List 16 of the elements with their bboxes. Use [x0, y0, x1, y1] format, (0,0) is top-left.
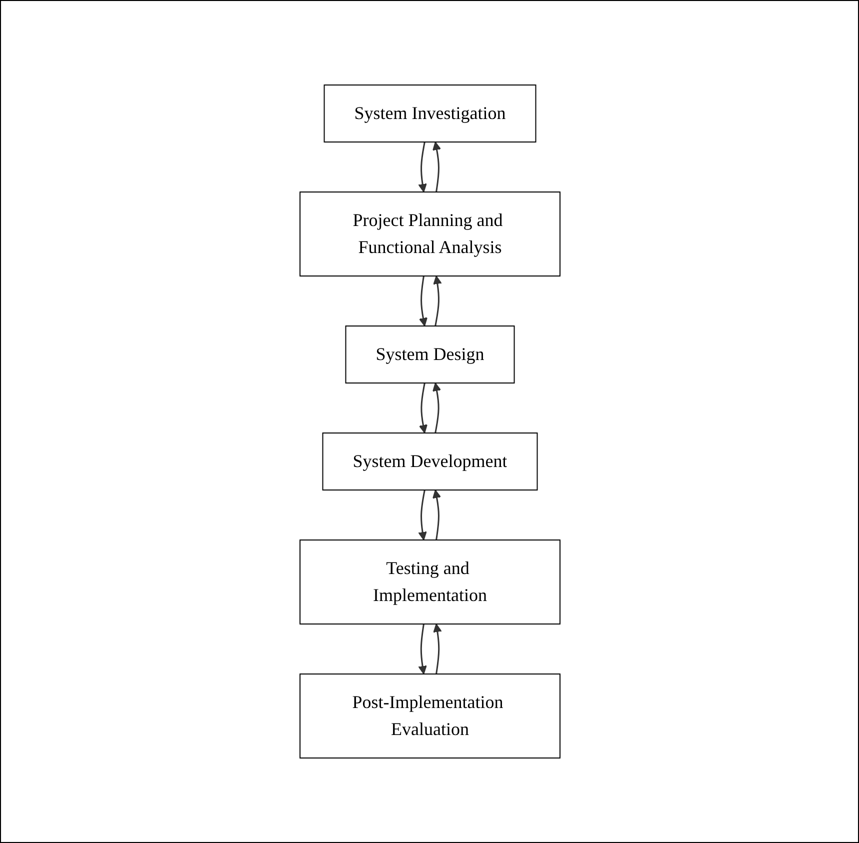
arrow: [432, 490, 441, 540]
node-box: Post-Implementation Evaluation: [299, 674, 560, 758]
arrow: [432, 382, 441, 434]
arrow: [432, 142, 441, 192]
node-box: System Design: [344, 326, 514, 384]
node-box: Project Planning and Functional Analysis: [299, 192, 560, 276]
arrow: [418, 490, 426, 540]
arrow: [432, 624, 442, 674]
node-box: Testing and Implementation: [299, 540, 560, 624]
arrow: [418, 624, 426, 674]
node-box: System Investigation: [323, 84, 536, 142]
arrow: [432, 276, 442, 326]
arrow: [418, 142, 426, 192]
arrow: [418, 276, 428, 326]
arrow: [418, 382, 428, 434]
node-box: System Development: [322, 432, 538, 490]
